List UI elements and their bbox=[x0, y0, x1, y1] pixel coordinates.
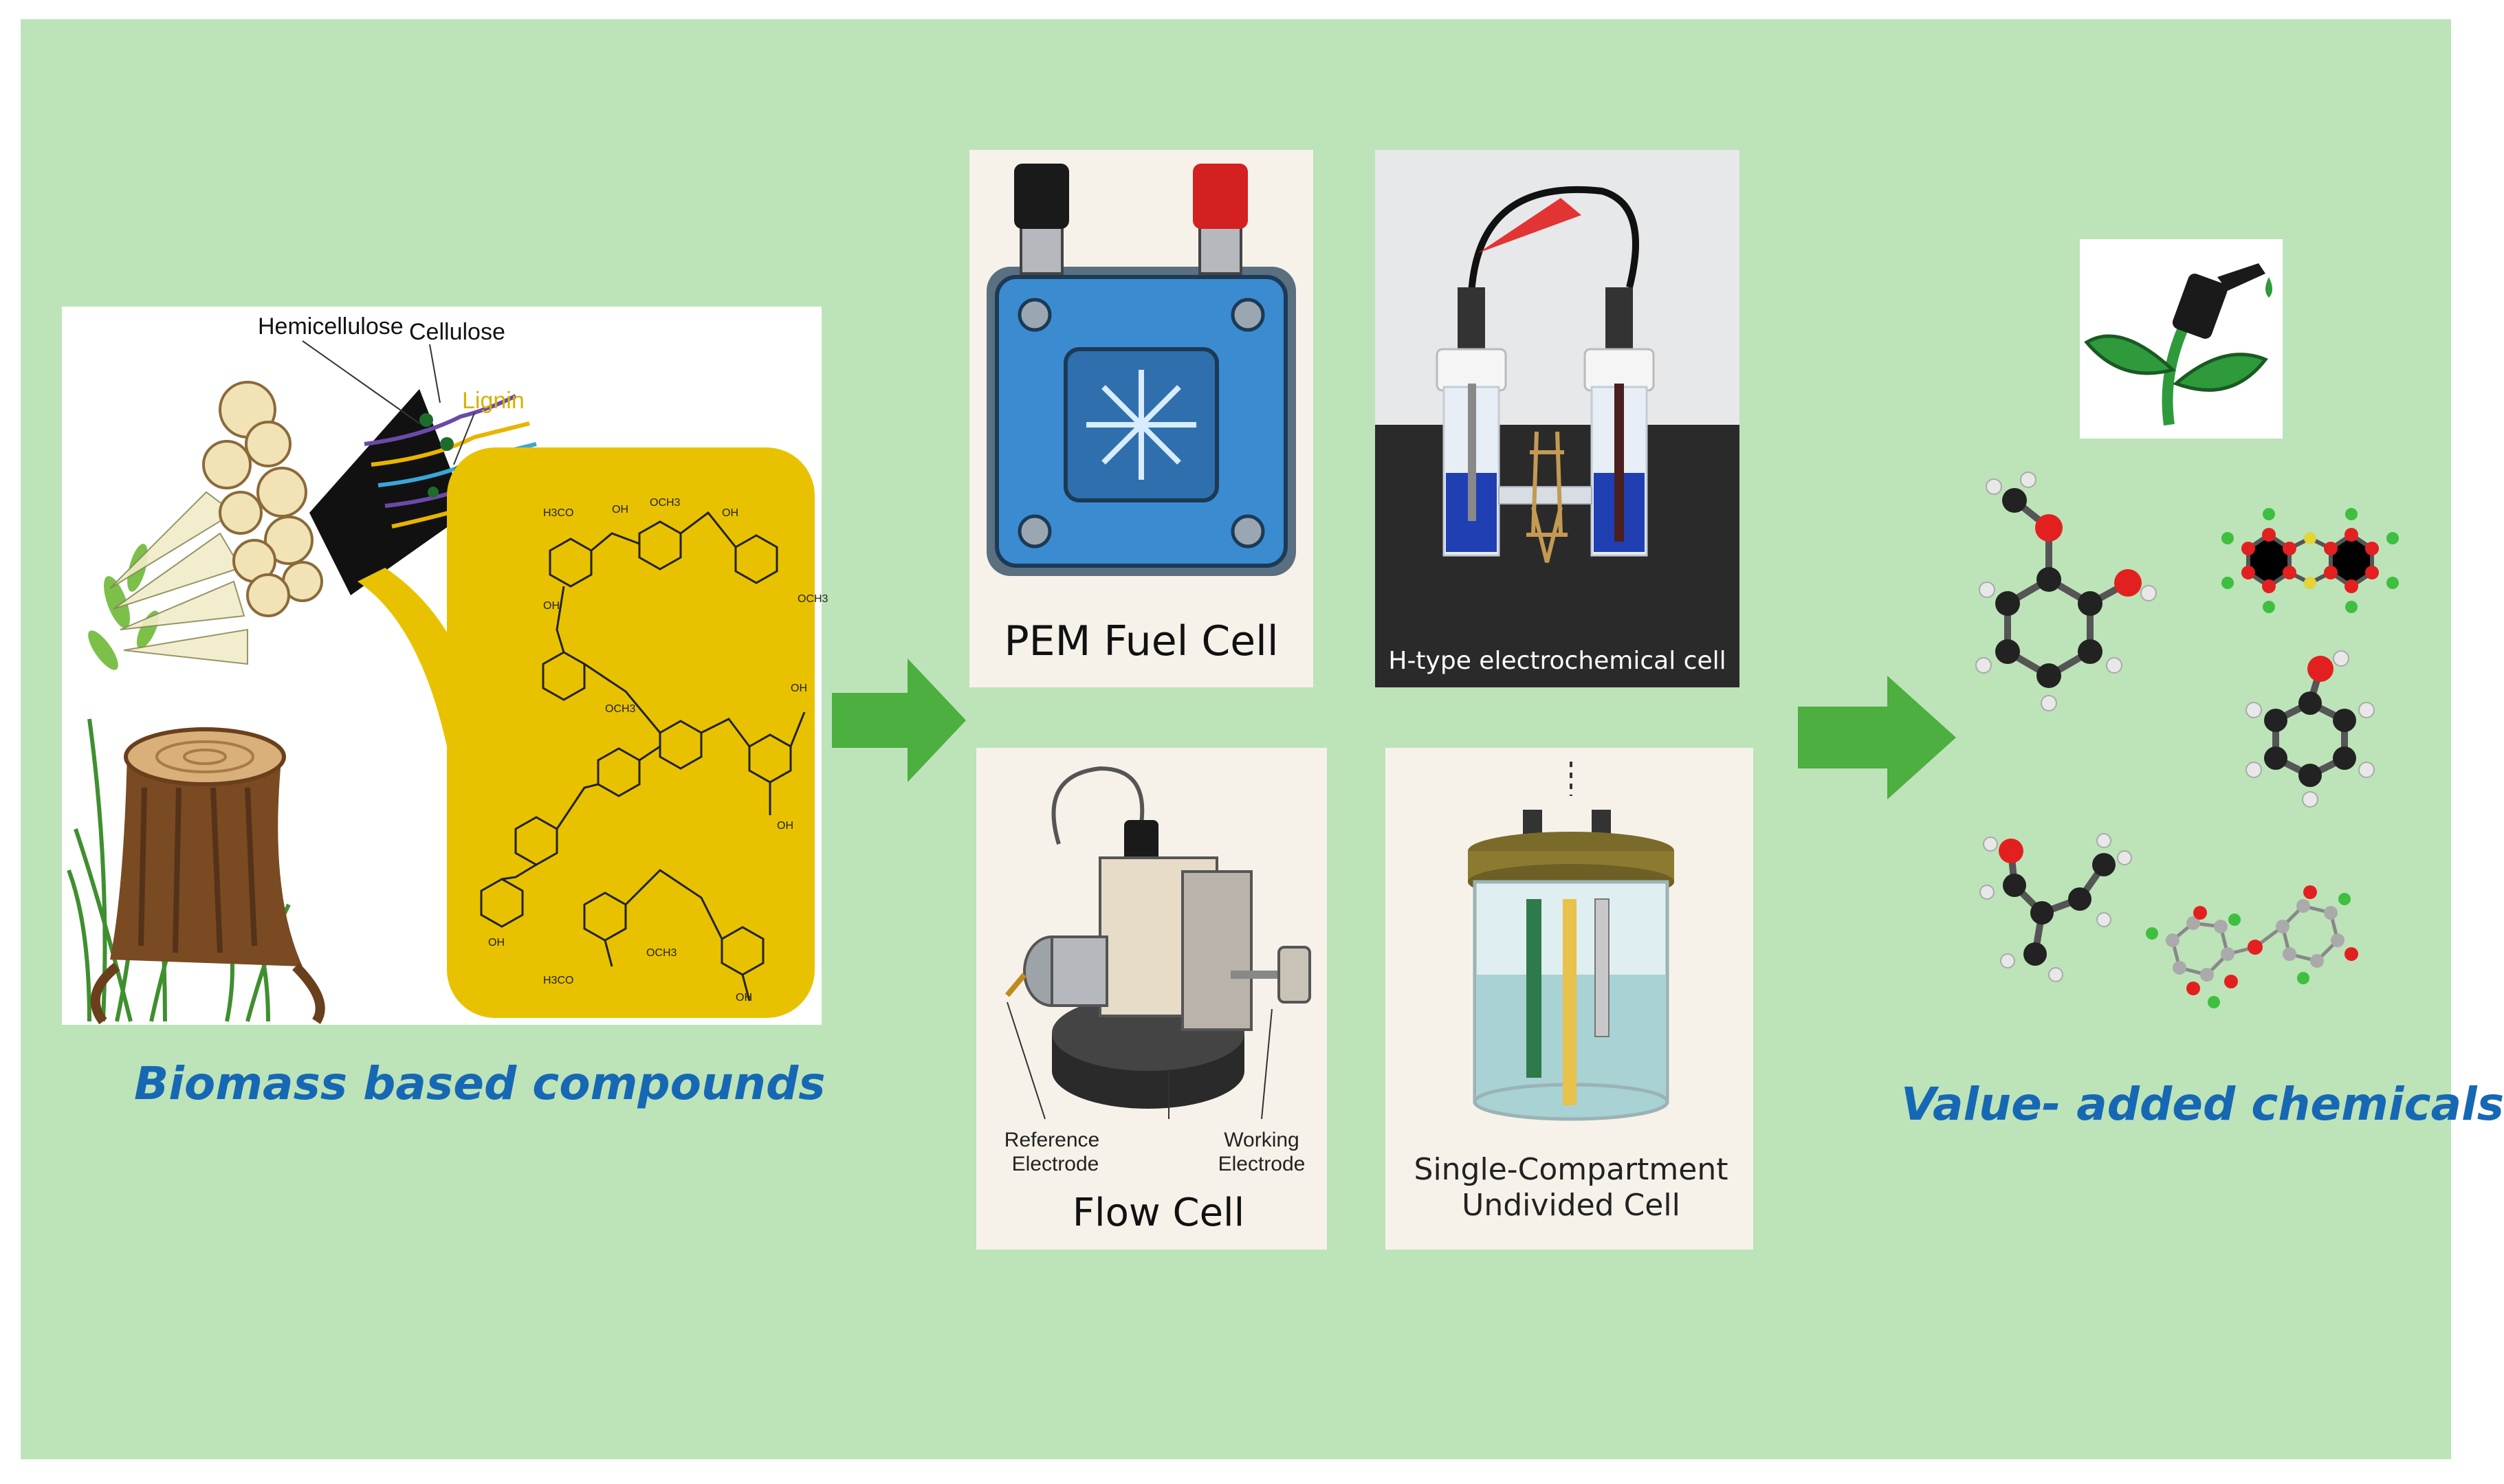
lignin-structure bbox=[480, 511, 806, 1001]
och3-label-d: OCH3 bbox=[646, 947, 677, 959]
och3-label-c: OCH3 bbox=[605, 703, 636, 715]
h-type-cell-illustration: H-type electrochemical cell bbox=[1375, 186, 1739, 687]
oh-label-e: OH bbox=[777, 820, 793, 832]
flow-cell-panel: Reference Electrode Working Electrode Fl… bbox=[976, 748, 1327, 1250]
pem-fuel-cell-panel: PEM Fuel Cell bbox=[969, 150, 1313, 687]
products-caption: Value- added chemicals bbox=[1901, 1078, 2504, 1131]
arrow-to-products bbox=[1798, 676, 1956, 799]
butanol-molecule bbox=[1979, 833, 2132, 982]
h3co-label-b: H3CO bbox=[543, 975, 573, 986]
reference-label-line1: Reference bbox=[1004, 1129, 1099, 1151]
oh-label-c: OH bbox=[791, 683, 807, 694]
cellulose-bundle bbox=[202, 381, 323, 617]
arrow-to-cells bbox=[832, 658, 966, 782]
biomass-caption: Biomass based compounds bbox=[134, 1057, 826, 1110]
chlorinated-aromatic-molecule bbox=[2221, 508, 2399, 613]
pem-fuel-cell-illustration: PEM Fuel Cell bbox=[987, 164, 1296, 665]
och3-label-b: OCH3 bbox=[798, 593, 828, 605]
phenol-molecule bbox=[2245, 650, 2375, 808]
black-terminal bbox=[1014, 164, 1069, 229]
counter-electrode bbox=[1526, 899, 1541, 1078]
pem-fuel-cell-title: PEM Fuel Cell bbox=[1004, 617, 1279, 665]
oh-label-b: OH bbox=[612, 504, 628, 516]
flow-cell-title: Flow Cell bbox=[1073, 1190, 1244, 1235]
h-type-cell-title: H-type electrochemical cell bbox=[1388, 647, 1726, 675]
h-type-cell-panel: H-type electrochemical cell bbox=[1375, 150, 1739, 687]
biomass-panel: Hemicellulose Cellulose Lignin bbox=[62, 307, 828, 1025]
biomass-illustration: Hemicellulose Cellulose Lignin bbox=[67, 313, 828, 1025]
label-cellulose: Cellulose bbox=[409, 319, 505, 345]
bolts bbox=[1018, 298, 1265, 549]
red-terminal bbox=[1193, 164, 1248, 229]
lignin-structure-box bbox=[447, 447, 815, 1018]
label-hemicellulose: Hemicellulose bbox=[258, 313, 404, 340]
oh-label-d: OH bbox=[543, 600, 560, 612]
plant-fuel-icon-panel bbox=[2080, 239, 2283, 439]
reference-label-line2: Electrode bbox=[1012, 1153, 1099, 1175]
adjust-knob bbox=[1277, 946, 1311, 1004]
oh-label-g: OH bbox=[736, 992, 752, 1004]
clamp bbox=[1526, 431, 1568, 563]
single-cell-title-line1: Single-Compartment bbox=[1414, 1152, 1728, 1187]
fiber-rays bbox=[109, 491, 248, 665]
plant-fuel-nozzle-icon bbox=[2084, 263, 2272, 426]
working-label-line1: Working bbox=[1224, 1129, 1299, 1151]
guaiacol-molecule bbox=[1975, 472, 2157, 711]
oh-label-a: OH bbox=[722, 507, 738, 519]
label-lignin: Lignin bbox=[462, 388, 525, 414]
single-compartment-illustration: Single-Compartment Undivided Cell bbox=[1414, 762, 1728, 1223]
single-compartment-cell-panel: Single-Compartment Undivided Cell bbox=[1385, 748, 1753, 1250]
reference-electrode bbox=[1594, 898, 1610, 1037]
flow-cell-illustration: Reference Electrode Working Electrode Fl… bbox=[1004, 766, 1311, 1235]
tree-stump bbox=[90, 727, 325, 1025]
och3-label-a: OCH3 bbox=[650, 497, 681, 509]
zoom-cone bbox=[309, 389, 468, 595]
single-cell-title-line2: Undivided Cell bbox=[1462, 1188, 1680, 1223]
h3co-label-a: H3CO bbox=[543, 507, 573, 519]
saccharide-molecule bbox=[2146, 885, 2358, 1008]
diagram-canvas: Hemicellulose Cellulose Lignin bbox=[21, 19, 2504, 1459]
molecule-models bbox=[1975, 472, 2399, 1008]
working-electrode bbox=[1563, 899, 1577, 1105]
working-label-line2: Electrode bbox=[1218, 1153, 1306, 1175]
oh-label-f: OH bbox=[488, 937, 505, 949]
